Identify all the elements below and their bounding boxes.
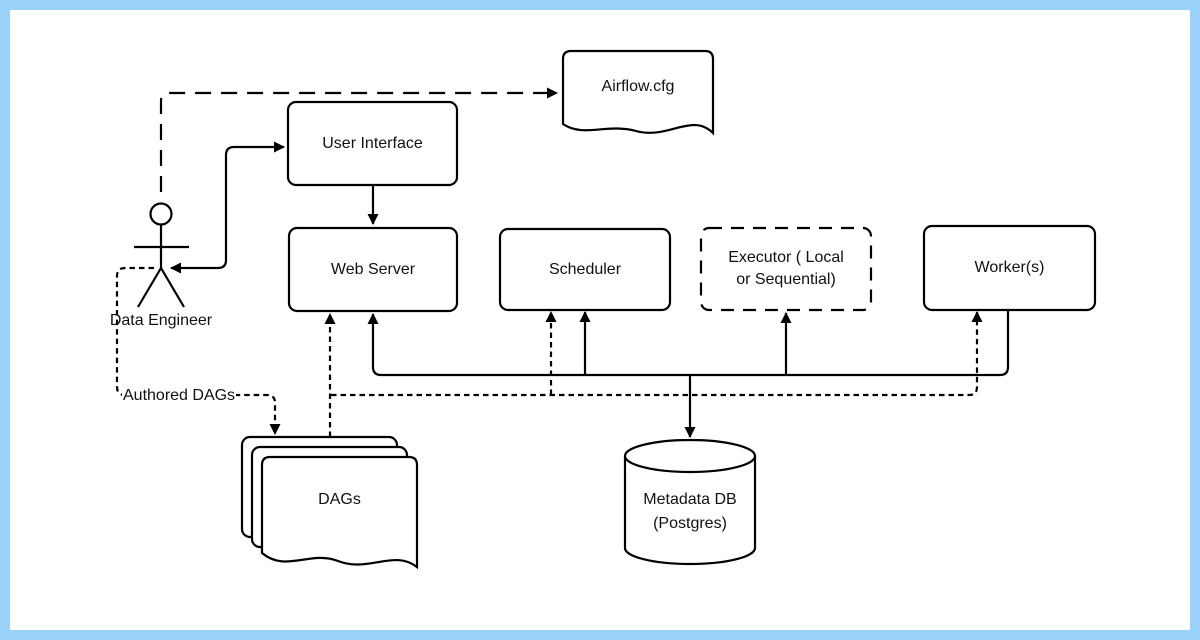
metadata-db-label-line2: (Postgres): [653, 515, 727, 532]
edge-engineer-userinterface: [170, 141, 285, 274]
data-engineer-figure: [134, 202, 189, 308]
edge-engineer-to-dags-authored: [115, 266, 281, 435]
executor-label: Executor ( Local or Sequential): [700, 227, 872, 311]
user-interface-label: User Interface: [322, 134, 423, 152]
web-server-label: Web Server: [330, 260, 416, 278]
workers-box: [922, 224, 1097, 312]
edge-engineer-to-airflowcfg: [159, 87, 558, 192]
dags-label: DAGs: [318, 490, 361, 508]
person-icon: [149, 202, 173, 226]
metadata-db-label: Metadata DB (Postgres): [625, 466, 755, 558]
executor-box: [699, 226, 873, 312]
airflow-cfg-label: Airflow.cfg: [601, 78, 675, 95]
scheduler-box: [498, 227, 672, 312]
authored-dags-label: Authored DAGs: [122, 387, 237, 405]
workers-label: Worker(s): [974, 259, 1045, 276]
web-server-box: [287, 226, 459, 313]
metadata-db-label-line1: Metadata DB: [643, 491, 737, 508]
dags-document-stack: [240, 435, 419, 570]
user-interface-box: [286, 100, 459, 187]
executor-label-line2: or Sequential): [736, 271, 836, 288]
edge-workers-bus-to-webserver: [367, 310, 1010, 377]
airflow-cfg-document: [561, 49, 715, 136]
edge-dags-bus-to-workers: [331, 311, 983, 397]
metadata-db-cylinder: [623, 438, 757, 566]
data-engineer-label: Data Engineer: [109, 312, 213, 329]
executor-label-line1: Executor ( Local: [728, 249, 844, 266]
scheduler-label: Scheduler: [548, 260, 622, 278]
